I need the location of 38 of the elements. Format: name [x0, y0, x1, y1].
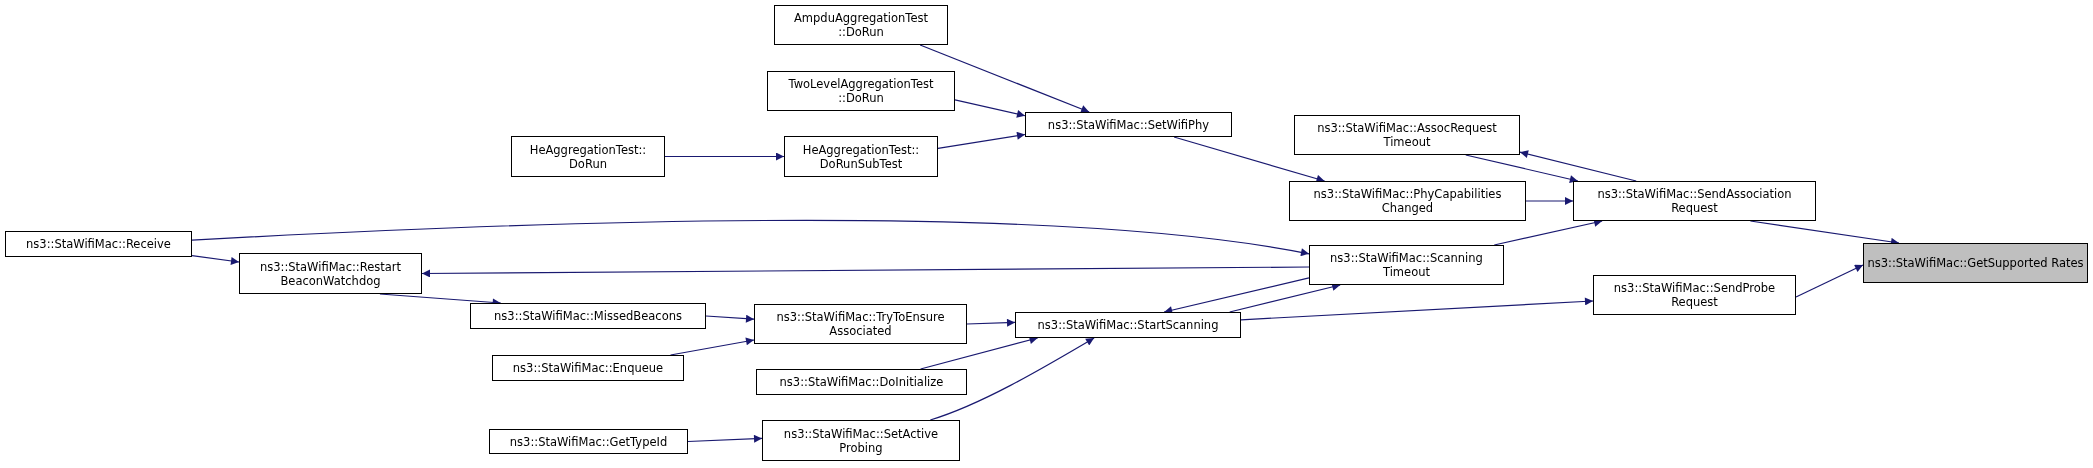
function-box: ns3::StaWifiMac::SetActive Probing — [762, 420, 960, 461]
call-arrow — [1525, 197, 1574, 205]
call-arrow — [966, 318, 1016, 327]
function-box: ns3::StaWifiMac::TryToEnsure Associated — [754, 304, 967, 344]
call-arrow — [421, 266, 1310, 278]
call-arrow — [919, 44, 1090, 113]
call-arrow — [1465, 154, 1579, 184]
function-box: ns3::StaWifiMac::Receive — [5, 231, 192, 257]
function-box: ns3::StaWifiMac::AssocRequest Timeout — [1294, 115, 1520, 155]
function-box: ns3::StaWifiMac::Restart BeaconWatchdog — [239, 253, 422, 294]
function-box: ns3::StaWifiMac::MissedBeacons — [470, 303, 706, 329]
call-arrow — [1240, 297, 1594, 321]
call-arrow — [1173, 136, 1326, 183]
call-arrow — [191, 255, 240, 265]
call-arrow — [1229, 283, 1341, 313]
call-arrow — [191, 220, 1310, 257]
call-arrow — [664, 152, 785, 161]
function-box: HeAggregationTest:: DoRunSubTest — [784, 136, 938, 177]
function-box: TwoLevelAggregationTest ::DoRun — [767, 71, 955, 111]
call-arrow — [937, 131, 1026, 149]
function-box: ns3::StaWifiMac::SetWifiPhy — [1025, 112, 1232, 137]
function-box: ns3::StaWifiMac::Enqueue — [492, 355, 684, 381]
call-arrow — [920, 336, 1039, 370]
call-arrow — [687, 434, 763, 443]
function-box: ns3::StaWifiMac::SendProbe Request — [1593, 275, 1796, 315]
call-arrow — [705, 314, 755, 323]
call-arrow — [1519, 150, 1637, 182]
function-box: ns3::StaWifiMac::DoInitialize — [756, 369, 967, 395]
function-box: HeAggregationTest:: DoRun — [511, 136, 665, 177]
call-arrow — [1795, 264, 1864, 298]
function-box: ns3::StaWifiMac::SendAssociation Request — [1573, 181, 1816, 221]
call-arrow — [954, 99, 1026, 118]
function-box: ns3::StaWifiMac::PhyCapabilities Changed — [1289, 181, 1526, 221]
function-box: ns3::StaWifiMac::Scanning Timeout — [1309, 245, 1504, 285]
function-box: ns3::StaWifiMac::StartScanning — [1015, 312, 1241, 338]
function-box: ns3::StaWifiMac::GetTypeId — [489, 429, 688, 454]
highlighted-function-box: ns3::StaWifiMac::GetSupported Rates — [1863, 243, 2088, 283]
function-box: AmpduAggregationTest ::DoRun — [774, 5, 948, 45]
